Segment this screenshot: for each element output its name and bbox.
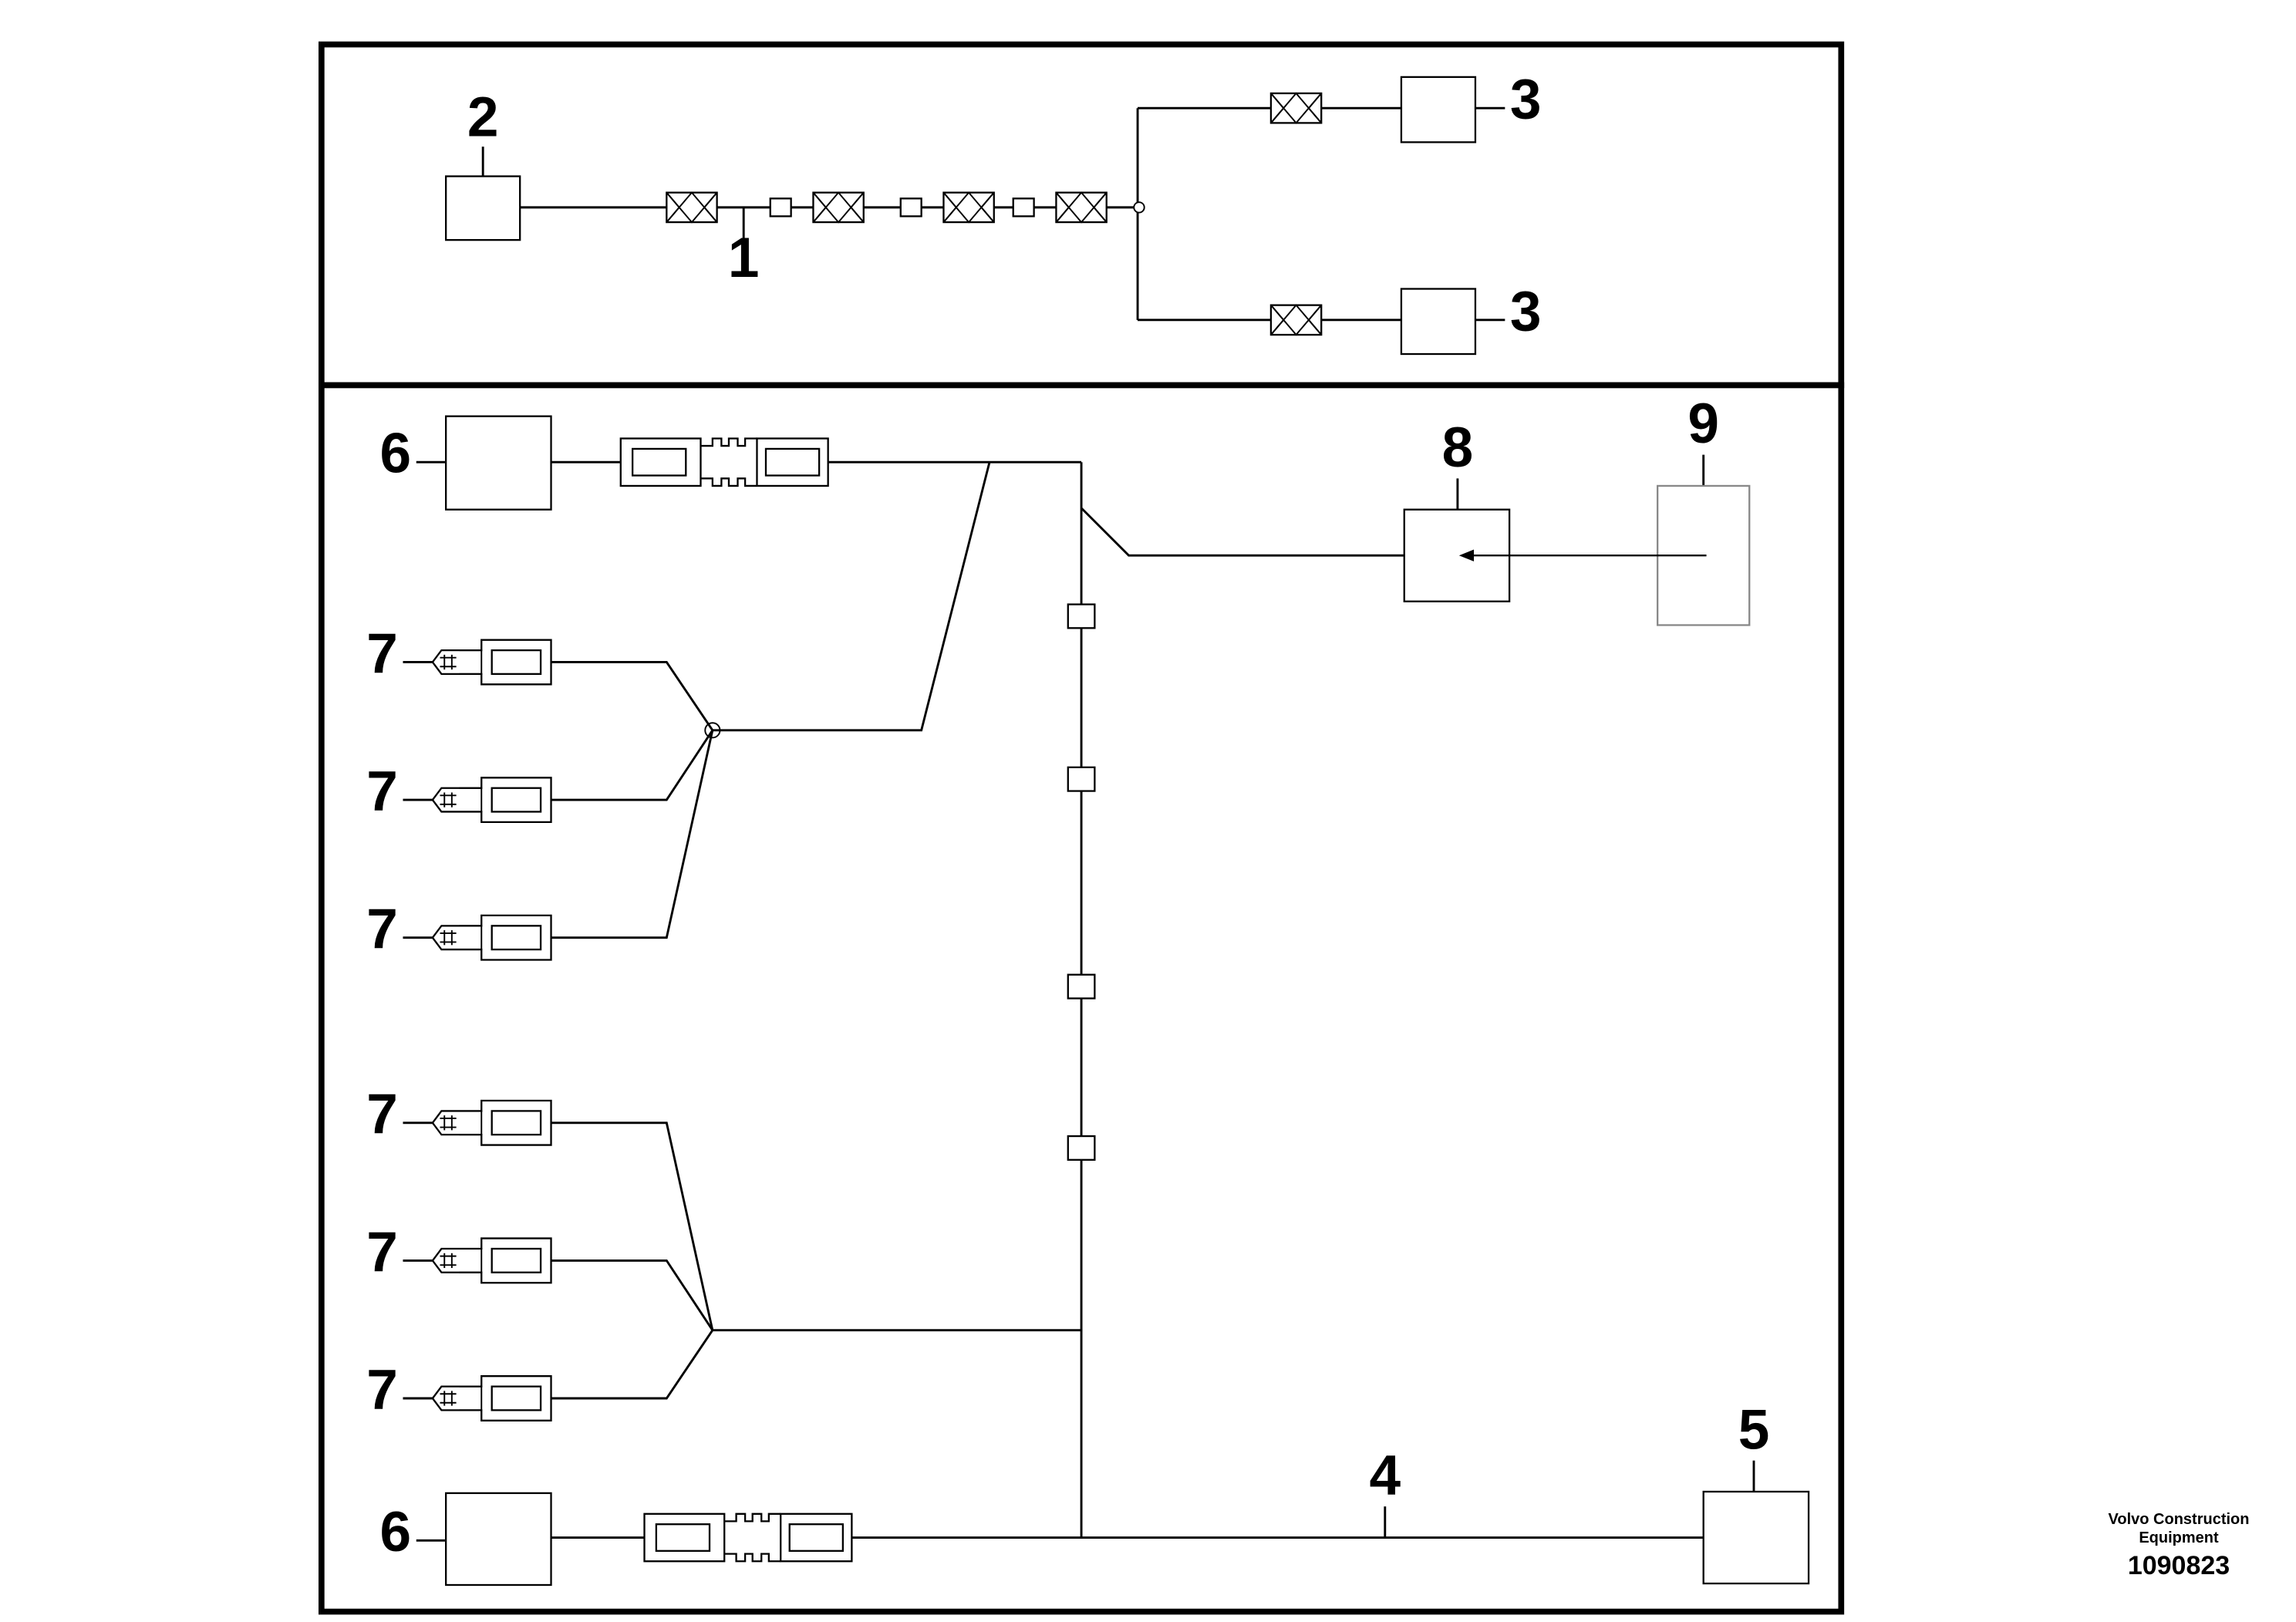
callout-2: 2 [467, 86, 499, 149]
lamp-socket [431, 1237, 552, 1284]
wire-clip [1067, 766, 1096, 792]
callout-3-lower: 3 [1510, 280, 1542, 342]
harness-sleeve [666, 191, 718, 224]
callout-7: 7 [366, 760, 398, 823]
lamp-socket [431, 914, 552, 961]
callout-7: 7 [366, 898, 398, 960]
harness-sleeve [1269, 304, 1323, 336]
harness-sleeve [1055, 191, 1108, 224]
wire-clip [1067, 603, 1096, 629]
callout-1: 1 [728, 227, 760, 289]
component-6-box-upper [445, 415, 552, 511]
figure-number: 1090823 [2127, 1551, 2230, 1580]
wire-clip [899, 197, 922, 218]
wire-clip [1012, 197, 1035, 218]
component-5-box [1702, 1490, 1810, 1585]
lamp-socket [431, 777, 552, 824]
callout-7: 7 [366, 622, 398, 685]
junction-node [704, 722, 721, 739]
lamp-socket [431, 1375, 552, 1421]
wire-clip [769, 197, 792, 218]
lamp-socket [431, 639, 552, 686]
callout-7: 7 [366, 1358, 398, 1421]
component-3-box-lower [1400, 288, 1477, 356]
footer-brand: Volvo Construction Equipment 1090823 [2067, 1510, 2291, 1583]
callout-8: 8 [1442, 416, 1474, 479]
callout-4: 4 [1369, 1445, 1401, 1507]
callout-6-lower: 6 [380, 1501, 412, 1563]
component-3-box-upper [1400, 76, 1477, 143]
component-2-box [445, 175, 521, 241]
plug-connector [619, 437, 829, 487]
harness-sleeve [942, 191, 995, 224]
callout-3-upper: 3 [1510, 69, 1542, 131]
harness-sleeve [812, 191, 865, 224]
signal-arrow [1458, 549, 1707, 561]
harness-sleeve [1269, 92, 1323, 124]
callout-9: 9 [1687, 393, 1719, 455]
callout-7: 7 [366, 1083, 398, 1145]
wire-clip [1067, 1135, 1096, 1161]
callout-5: 5 [1738, 1398, 1770, 1461]
plug-connector [643, 1512, 853, 1563]
component-6-box-lower [445, 1492, 552, 1587]
diagram-frame [318, 41, 1845, 1615]
callout-7: 7 [366, 1221, 398, 1283]
main-harness [403, 454, 1755, 1542]
junction-node [1133, 201, 1145, 214]
lamp-socket [431, 1099, 552, 1146]
company-name: Volvo Construction Equipment [2108, 1511, 2250, 1546]
callout-6-upper: 6 [380, 423, 412, 485]
wire-clip [1067, 973, 1096, 1000]
